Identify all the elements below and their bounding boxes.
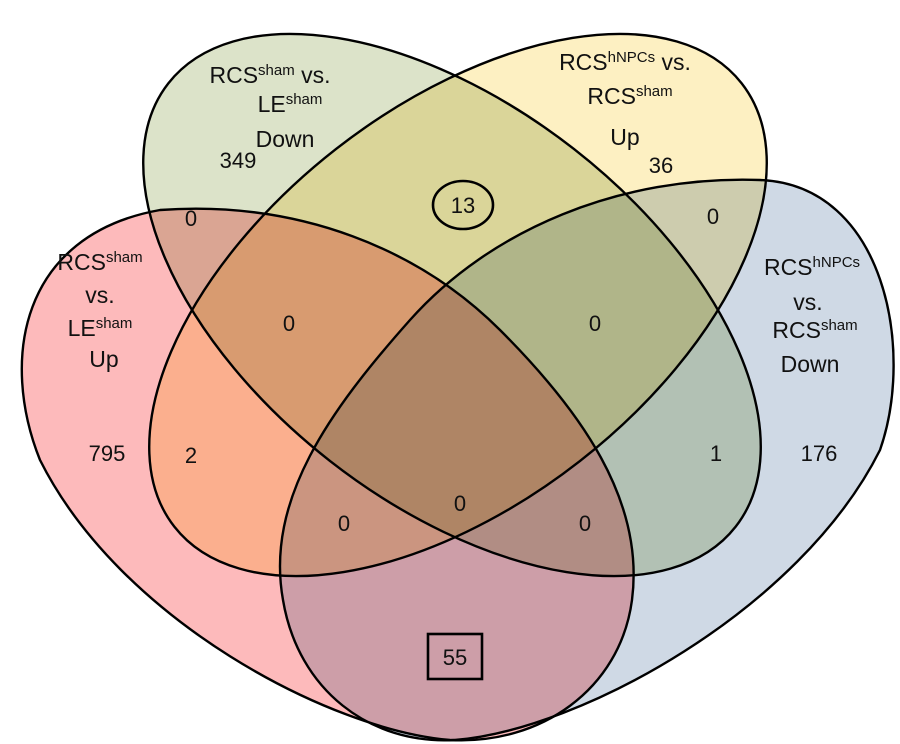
svg-text:RCSsham: RCSsham: [587, 83, 672, 109]
svg-text:Down: Down: [256, 126, 315, 152]
count-bd: 1: [710, 441, 722, 466]
count-ab: 0: [185, 206, 197, 231]
svg-text:Up: Up: [89, 346, 118, 372]
count-ad: 55: [443, 645, 467, 670]
count-b-only: 349: [220, 148, 257, 173]
svg-text:Up: Up: [610, 124, 639, 150]
svg-text:RCShNPCs vs.: RCShNPCs vs.: [559, 49, 691, 75]
svg-text:vs.: vs.: [793, 289, 822, 315]
set-d-outline: [278, 178, 895, 742]
count-abcd: 0: [454, 491, 466, 516]
svg-text:RCSsham: RCSsham: [57, 249, 142, 275]
count-d-only: 176: [801, 441, 838, 466]
set-c-outline: [148, 32, 768, 578]
highlight-circle: [431, 179, 495, 231]
highlight-box: [426, 632, 484, 681]
set-d-label: RCShNPCs vs. RCSsham Down: [764, 254, 860, 377]
svg-text:Down: Down: [781, 351, 840, 377]
count-a-only: 795: [89, 441, 126, 466]
svg-text:RCShNPCs: RCShNPCs: [764, 254, 860, 280]
svg-text:vs.: vs.: [85, 282, 114, 308]
svg-text:RCSsham: RCSsham: [772, 317, 857, 343]
set-c-label: RCShNPCs vs. RCSsham Up: [559, 49, 691, 150]
set-a-label: RCSsham vs. LEsham Up: [57, 249, 142, 372]
count-ac: 2: [185, 443, 197, 468]
count-acd: 0: [338, 511, 350, 536]
svg-text:LEsham: LEsham: [68, 315, 133, 341]
svg-text:LEsham: LEsham: [258, 91, 323, 117]
set-outlines: [20, 32, 895, 742]
count-bcd: 0: [589, 311, 601, 336]
set-a-outline: [20, 207, 635, 742]
region-counts: 349 36 0 13 0 0 0 795 2 1 176 0 0 0 55: [89, 148, 838, 681]
count-abc: 0: [283, 311, 295, 336]
count-c-only: 36: [649, 153, 673, 178]
count-abd: 0: [579, 511, 591, 536]
count-cd: 0: [707, 204, 719, 229]
svg-text:RCSsham vs.: RCSsham vs.: [209, 62, 330, 88]
count-bc: 13: [451, 193, 475, 218]
set-b-outline: [142, 32, 762, 578]
set-b-label: RCSsham vs. LEsham Down: [209, 62, 330, 152]
